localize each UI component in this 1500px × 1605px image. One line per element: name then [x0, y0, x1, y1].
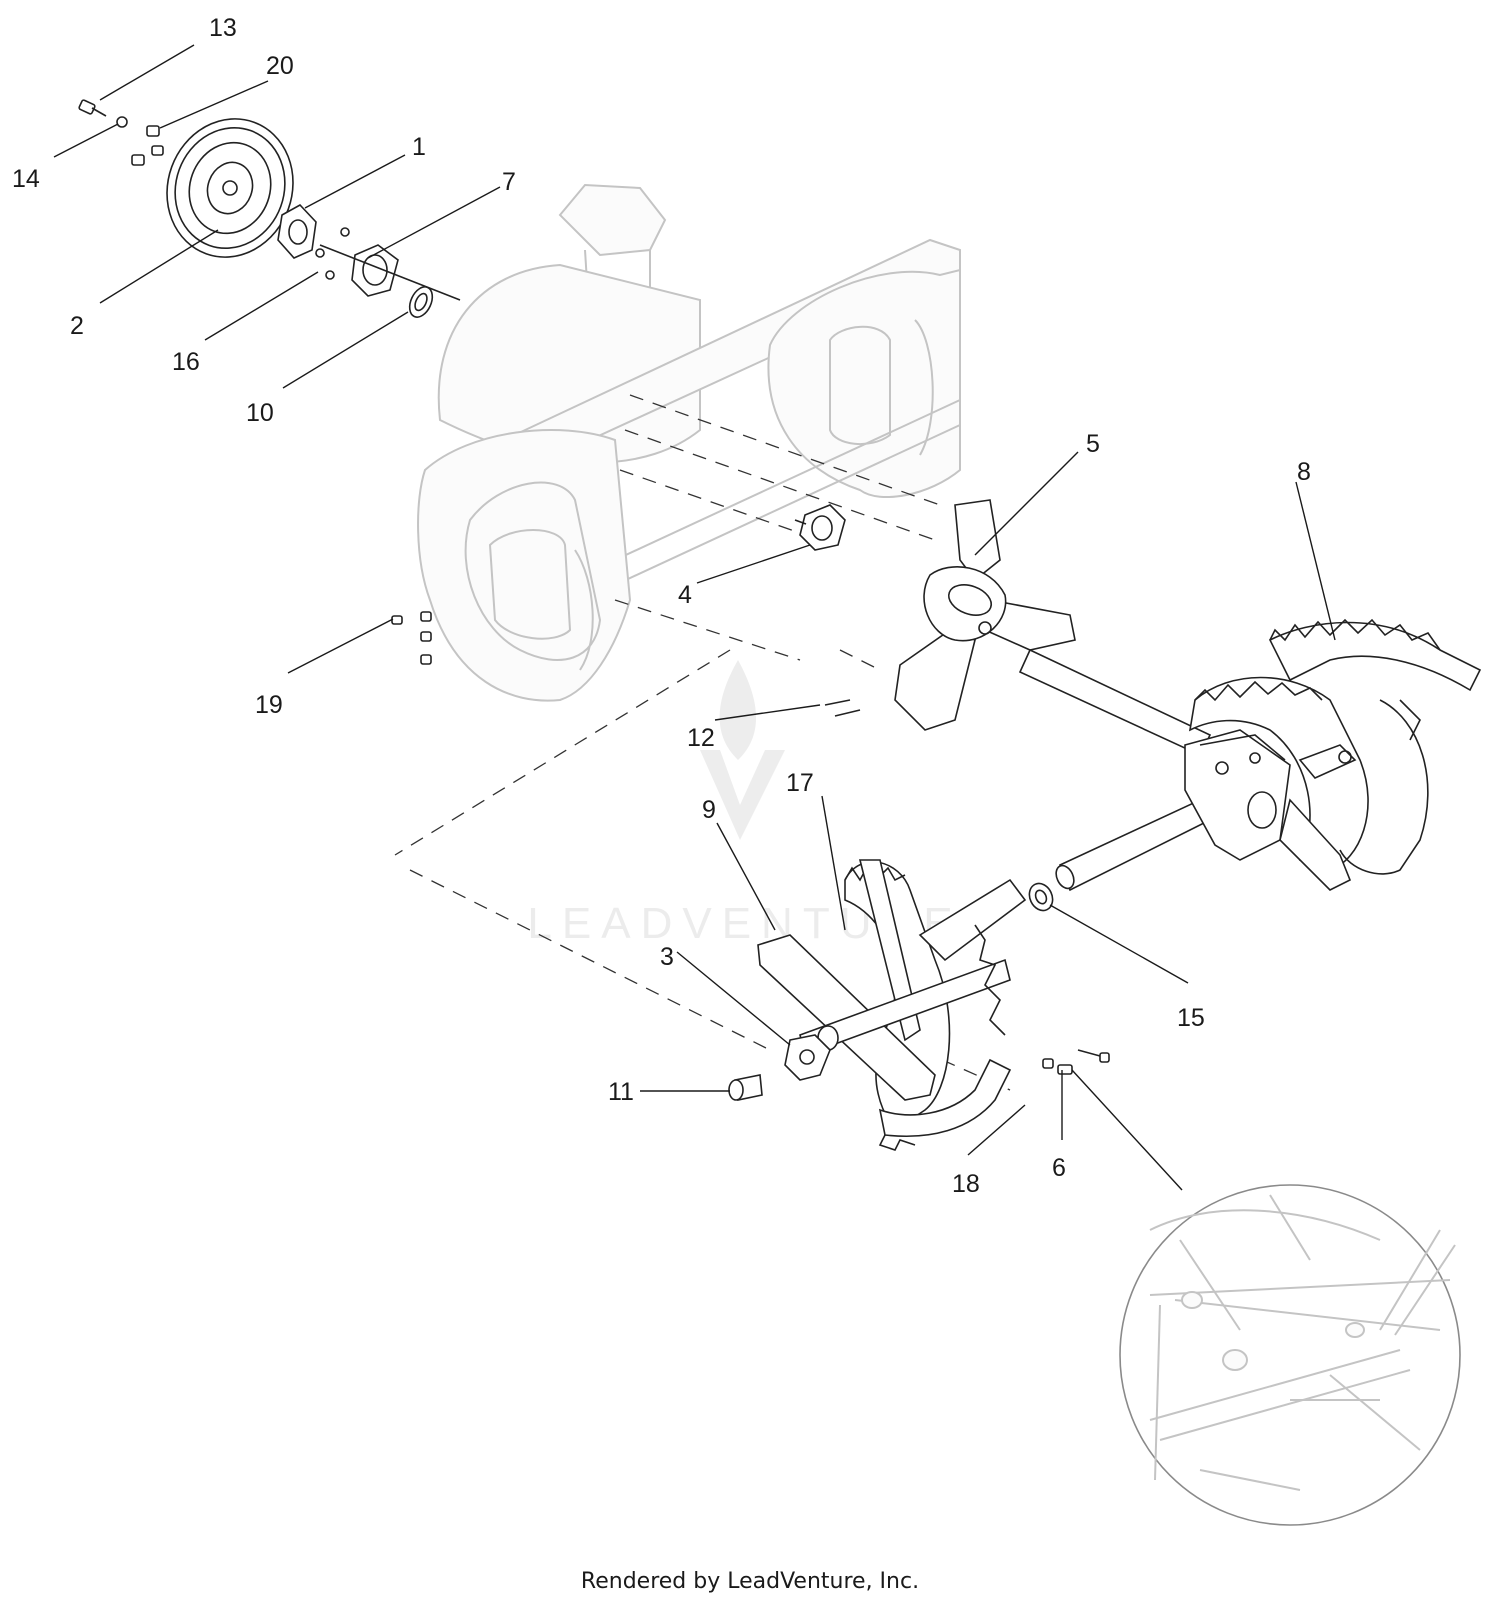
callout-18: 18 [952, 1170, 980, 1198]
callout-19: 19 [255, 691, 283, 719]
callout-5: 5 [1086, 430, 1100, 458]
callout-2: 2 [70, 312, 84, 340]
auger-housing [417, 183, 961, 702]
detail-view [1119, 1184, 1461, 1526]
shear-pins [1042, 1049, 1110, 1075]
callout-9: 9 [702, 796, 716, 824]
thrust-washer [1028, 882, 1054, 912]
pulley-shaft-line [319, 244, 461, 301]
bolt-hardware [78, 99, 164, 166]
callout-8: 8 [1297, 458, 1311, 486]
watermark-logo [700, 660, 785, 840]
callout-14: 14 [12, 165, 40, 193]
impeller [894, 499, 1076, 731]
flange-bearing-4 [794, 504, 846, 551]
callout-4: 4 [678, 581, 692, 609]
thrust-washer-hole [1034, 889, 1048, 905]
callout-10: 10 [246, 399, 274, 427]
auger-shaft [1018, 648, 1212, 892]
leader-lines [53, 44, 1336, 1191]
callout-11: 11 [608, 1078, 634, 1106]
callout-12: 12 [687, 724, 715, 752]
callout-20: 20 [266, 52, 294, 80]
callout-16: 16 [172, 348, 200, 376]
bearing-flange [277, 203, 317, 259]
callout-6: 6 [1052, 1154, 1066, 1182]
callout-1: 1 [412, 133, 426, 161]
callout-7: 7 [502, 168, 516, 196]
screws-19 [391, 611, 432, 665]
gearbox [1184, 729, 1291, 861]
auger-right [1188, 618, 1482, 891]
assembly-guide-lines [394, 394, 1011, 1091]
part-labels: 13 20 14 1 7 2 16 10 5 8 4 19 12 17 9 3 … [12, 14, 1311, 1198]
callout-17: 17 [786, 769, 814, 797]
bearing-retainer [351, 244, 399, 297]
nuts [315, 227, 350, 280]
callout-15: 15 [1177, 1004, 1205, 1032]
flange-bearing-3 [784, 1034, 831, 1081]
roll-pins-12 [824, 699, 861, 717]
callout-3: 3 [660, 943, 674, 971]
bushing-11 [728, 1074, 763, 1101]
pulley [166, 118, 294, 258]
auger-left [757, 859, 1027, 1151]
footer-credit: Rendered by LeadVenture, Inc. [580, 1569, 920, 1594]
callout-13: 13 [209, 14, 237, 42]
